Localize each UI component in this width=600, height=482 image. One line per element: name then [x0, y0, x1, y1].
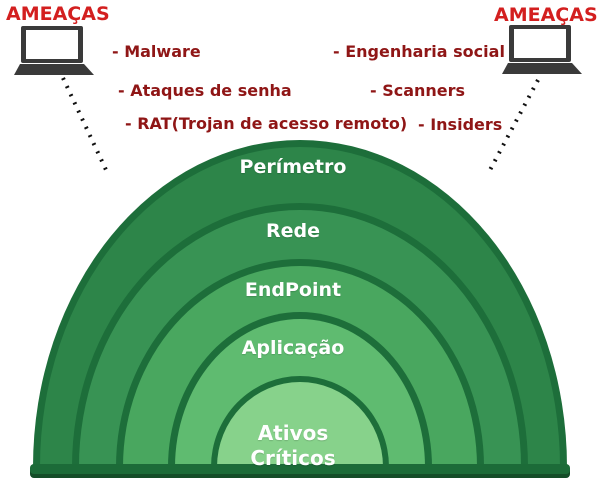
- attacker-laptop-icon-left: [14, 26, 94, 76]
- layer-label-ativos-line2: Críticos: [250, 446, 336, 470]
- threat-item-malware: - Malware: [112, 42, 201, 61]
- laptop-icon: [502, 25, 582, 74]
- threat-item-engenharia-social: - Engenharia social: [333, 42, 505, 61]
- threat-item-rat: - RAT(Trojan de acesso remoto): [125, 114, 408, 133]
- base-bar: [30, 464, 570, 478]
- layer-label-rede: Rede: [265, 220, 320, 242]
- threat-item-insiders: - Insiders: [418, 115, 503, 134]
- laptop-icon: [14, 26, 94, 75]
- threats-title-left: AMEAÇAS: [6, 3, 110, 25]
- layer-label-ativos-criticos: Ativos Críticos: [0, 421, 586, 471]
- layer-label-endpoint: EndPoint: [244, 279, 342, 301]
- threats-title-right: AMEAÇAS: [494, 4, 598, 26]
- threat-item-scanners: - Scanners: [370, 81, 466, 100]
- attacker-laptop-icon-right: [502, 25, 582, 75]
- layer-label-perimetro: Perímetro: [239, 156, 347, 178]
- threat-item-ataques-de-senha: - Ataques de senha: [118, 81, 292, 100]
- layer-label-aplicacao: Aplicação: [241, 337, 345, 359]
- layer-label-ativos-line1: Ativos: [257, 421, 329, 445]
